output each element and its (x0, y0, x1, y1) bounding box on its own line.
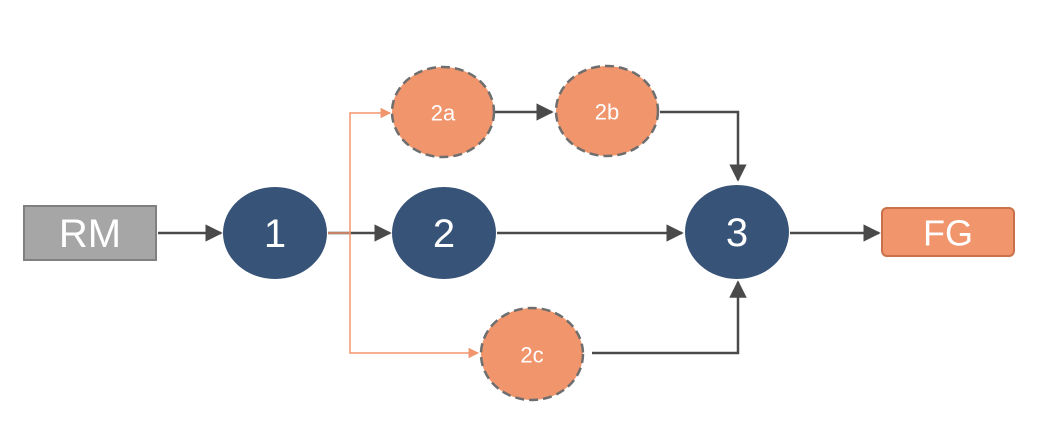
fg-box (881, 207, 1015, 257)
node-1: 1 (223, 187, 327, 279)
fg-label: FG (923, 213, 973, 254)
node-fg: FG (881, 207, 1015, 257)
rm-box (23, 205, 157, 261)
node-3: 3 (685, 185, 789, 279)
edge-2b-to-3 (660, 110, 747, 182)
connectors (158, 103, 881, 359)
node-2: 2 (392, 187, 496, 279)
edge-2c-to-3 (592, 280, 747, 355)
node-2a: 2a (390, 65, 496, 159)
node-2-label: 2 (433, 212, 455, 256)
node-2a-circle (390, 65, 496, 159)
node-3-label: 3 (726, 211, 748, 255)
node-2a-label: 2a (431, 101, 456, 126)
node-3-circle (685, 185, 789, 279)
edge-1-to-2a (328, 107, 392, 234)
rm-label: RM (59, 212, 121, 256)
node-rm: RM (23, 205, 157, 261)
node-2-circle (392, 187, 496, 279)
node-2b-label: 2b (595, 100, 619, 125)
node-2c: 2c (479, 306, 585, 402)
node-1-label: 1 (264, 212, 286, 256)
node-2c-circle (479, 306, 585, 402)
node-1-circle (223, 187, 327, 279)
node-2c-label: 2c (520, 343, 543, 368)
edge-1-to-2c (349, 233, 480, 359)
node-2b: 2b (554, 64, 660, 158)
node-2b-circle (554, 64, 660, 158)
